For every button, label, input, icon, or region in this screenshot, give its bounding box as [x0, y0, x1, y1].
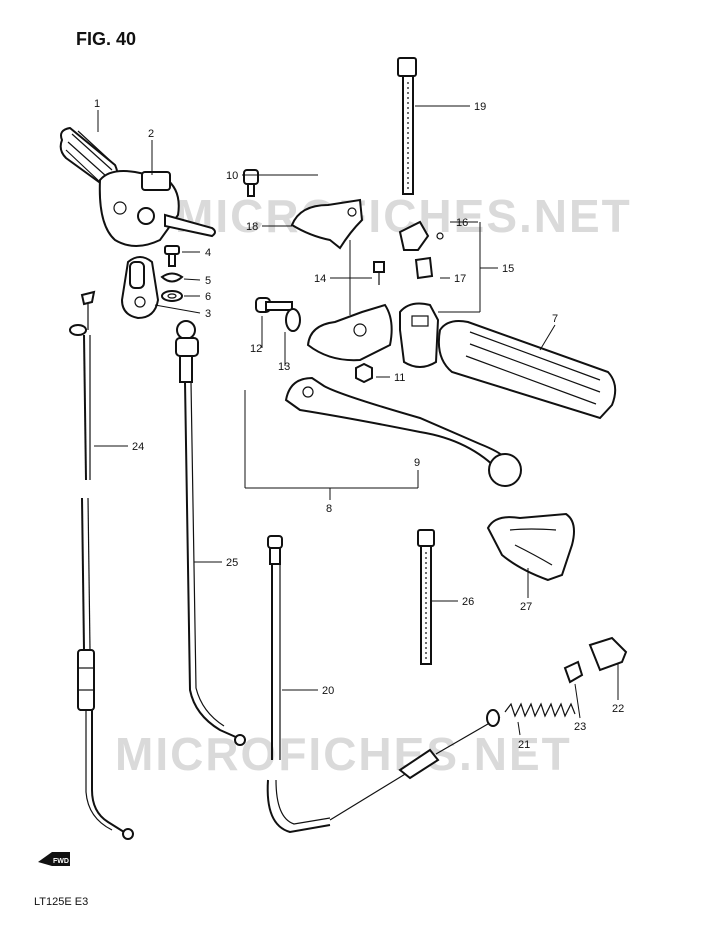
callout-27: 27: [520, 601, 532, 613]
model-code: LT125E E3: [34, 896, 88, 908]
callout-13: 13: [278, 361, 290, 373]
callout-2: 2: [148, 128, 154, 140]
callout-numbers: 1 2 3 4 5 6 7 8 9 10 11 12 13 14 15 16 1…: [94, 98, 624, 751]
callout-16: 16: [456, 217, 468, 229]
cable-tie-lower: [417, 529, 435, 665]
callout-15: 15: [502, 263, 514, 275]
left-grip-throttle-assembly: [59, 126, 216, 247]
callout-24: 24: [132, 441, 144, 453]
callout-8: 8: [326, 503, 332, 515]
callout-17: 17: [454, 273, 466, 285]
callout-20: 20: [322, 685, 334, 697]
callout-7: 7: [552, 313, 558, 325]
right-grip: [437, 320, 617, 420]
callout-3: 3: [205, 308, 211, 320]
callout-18: 18: [246, 221, 258, 233]
brake-cable: [266, 535, 501, 834]
switch-assembly: [398, 220, 444, 368]
callout-12: 12: [250, 343, 262, 355]
callout-14: 14: [314, 273, 326, 285]
callout-25: 25: [226, 557, 238, 569]
brake-lever-holder: [306, 303, 393, 362]
screw-14: [373, 261, 385, 285]
callout-19: 19: [474, 101, 486, 113]
pivot-bolt: [255, 297, 301, 332]
nut-11: [355, 362, 373, 384]
callout-5: 5: [205, 275, 211, 287]
callout-9: 9: [414, 457, 420, 469]
upper-clamp: [290, 198, 364, 250]
callout-26: 26: [462, 596, 474, 608]
lever-guard: [486, 512, 575, 582]
callout-11: 11: [394, 372, 405, 384]
leader-lines: [94, 105, 619, 736]
callout-10: 10: [226, 170, 238, 182]
forward-direction-marker: FWD: [38, 852, 70, 866]
callout-23: 23: [574, 721, 586, 733]
callout-21: 21: [518, 739, 530, 751]
callout-22: 22: [612, 703, 624, 715]
callout-6: 6: [205, 291, 211, 303]
throttle-lever-bracket: [120, 256, 160, 320]
fwd-label: FWD: [53, 858, 69, 865]
screw-washer-stack: [160, 245, 184, 302]
figure-title: FIG. 40: [76, 29, 136, 49]
throttle-cable: [69, 290, 134, 840]
callout-4: 4: [205, 247, 211, 259]
choke-cable: [175, 320, 246, 746]
cable-tie-upper: [397, 57, 417, 195]
callout-1: 1: [94, 98, 100, 110]
watermark-bottom: MICROFICHES.NET: [115, 728, 572, 780]
brake-lever: [284, 376, 522, 487]
bolt-10: [243, 169, 259, 197]
brake-adjuster-group: [486, 636, 628, 727]
